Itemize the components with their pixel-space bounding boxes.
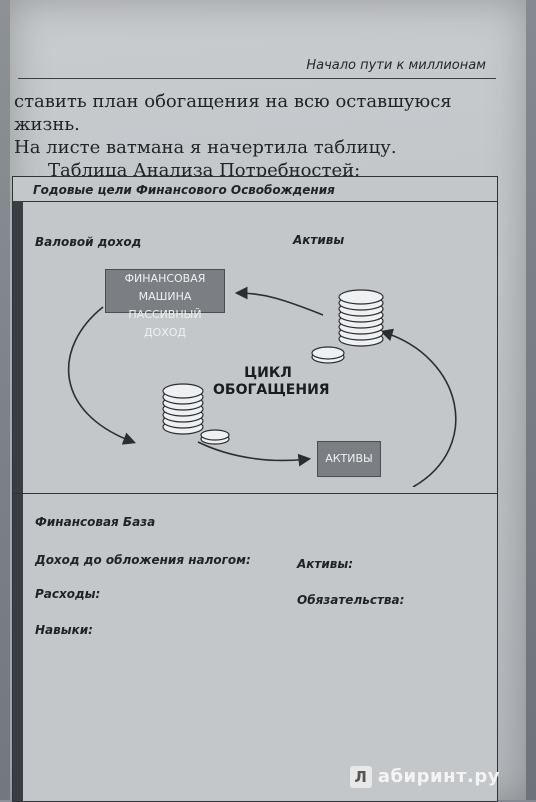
header-rule [18, 78, 496, 79]
book-page: Начало пути к миллионам ставить план обо… [10, 0, 526, 802]
labirint-logo-icon: Л [349, 766, 372, 788]
cycle-title: ЦИКЛ ОБОГАЩЕНИЯ [213, 365, 330, 399]
expenses-label: Расходы: [35, 587, 101, 601]
table-left-bar [13, 201, 23, 801]
financial-machine-line2: ПАССИВНЫЙ ДОХОД [128, 308, 202, 339]
arrow-outer-left [67, 306, 136, 445]
financial-base-label: Финансовая База [35, 515, 156, 529]
text-line-3: Таблица Анализа Потребностей: [48, 160, 361, 181]
top-label: Годовые цели Финансового Освобождения [33, 183, 335, 197]
wealth-cycle-diagram [67, 286, 457, 487]
text-line-2: На листе ватмана я начертила таблицу. [14, 137, 397, 158]
text-line-1: ставить план обогащения на всю оставшуюс… [14, 91, 452, 135]
arrow-outer-right [379, 328, 457, 487]
financial-machine-line1: ФИНАНСОВАЯ МАШИНА [124, 272, 206, 303]
body-text: ставить план обогащения на всю оставшуюс… [14, 90, 494, 182]
coin-stack-left [162, 383, 230, 445]
table-divider-bottom [13, 493, 497, 494]
table-divider-top [13, 201, 497, 202]
assets-label-top: Активы [293, 233, 345, 247]
running-head: Начало пути к миллионам [306, 58, 486, 73]
cycle-title-line2: ОБОГАЩЕНИЯ [213, 382, 330, 398]
gross-income-label: Валовой доход [35, 235, 142, 249]
liabilities-label: Обязательства: [297, 593, 405, 607]
assets-box: АКТИВЫ [317, 441, 381, 477]
cycle-title-line1: ЦИКЛ [244, 365, 292, 381]
skills-label: Навыки: [35, 623, 93, 637]
coin-stack-right [311, 289, 384, 364]
pretax-income-label: Доход до обложения налогом: [35, 553, 251, 567]
watermark-text: абиринт.ру [377, 766, 500, 787]
financial-machine-box: ФИНАНСОВАЯ МАШИНА ПАССИВНЫЙ ДОХОД [105, 269, 225, 339]
arrow-inner-top [234, 286, 324, 316]
arrow-inner-bottom [197, 441, 312, 467]
needs-analysis-table: Годовые цели Финансового Освобождения Ва… [12, 176, 498, 802]
assets-label-bottom: Активы: [297, 557, 354, 571]
